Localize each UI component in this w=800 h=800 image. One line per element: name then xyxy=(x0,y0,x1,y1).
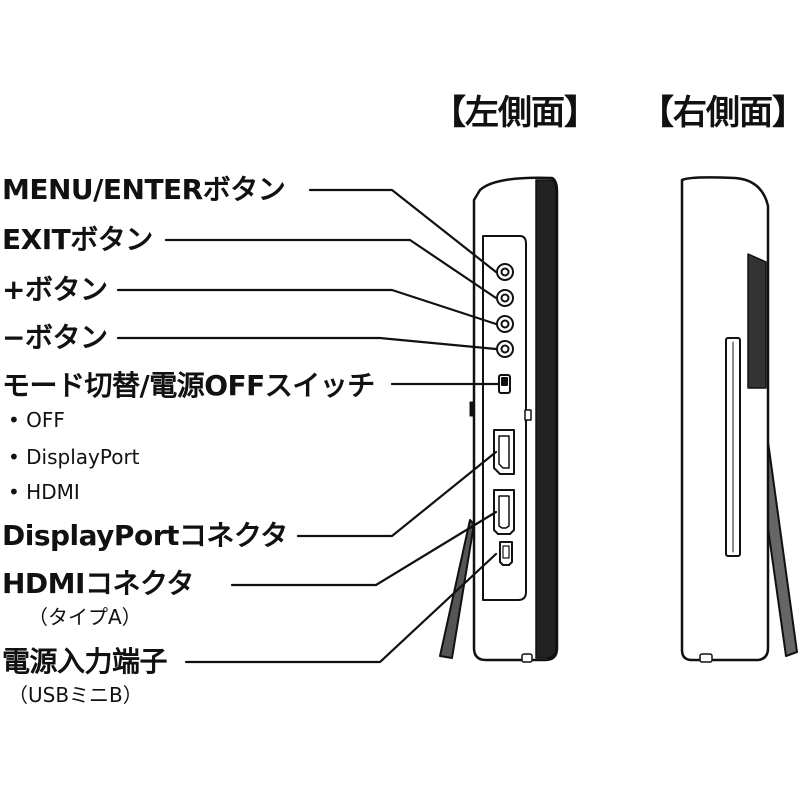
right-back-vents xyxy=(747,253,767,389)
displayport-connector xyxy=(493,429,515,475)
left-device-edge xyxy=(535,179,557,659)
leader-plus xyxy=(116,288,498,326)
exit-button-label: EXITボタン xyxy=(2,223,153,256)
mode-option-hdmi: • HDMI xyxy=(8,480,80,504)
left-side-clip xyxy=(524,409,532,421)
displayport-connector-label: DisplayPortコネクタ xyxy=(2,519,288,552)
power-input-label: 電源入力端子 xyxy=(2,645,168,678)
plus-button-label: +ボタン xyxy=(2,273,108,306)
leader-menu-enter xyxy=(308,188,498,274)
power-input-note: （USBミニB） xyxy=(8,683,143,707)
left-device-foot xyxy=(521,653,533,663)
exit-button xyxy=(496,289,514,307)
hdmi-connector xyxy=(493,489,515,535)
leader-hdmi xyxy=(230,510,498,587)
right-side-view-heading: 【右側面】 xyxy=(640,93,800,133)
plus-button xyxy=(496,315,514,333)
right-device-foot xyxy=(699,653,713,663)
leader-displayport xyxy=(296,450,498,538)
left-side-notch xyxy=(469,401,475,417)
leader-lines xyxy=(116,188,500,664)
mode-option-displayport: • DisplayPort xyxy=(8,445,140,469)
menu-enter-button xyxy=(496,263,514,281)
minus-button xyxy=(496,340,514,358)
leader-exit xyxy=(164,238,498,300)
menu-enter-button-label: MENU/ENTERボタン xyxy=(2,173,286,206)
hdmi-connector-label: HDMIコネクタ xyxy=(2,567,194,600)
minus-button-label: −ボタン xyxy=(2,321,108,354)
usb-mini-b-port xyxy=(499,541,513,566)
leader-power-input xyxy=(184,552,498,664)
mode-switch xyxy=(498,374,511,394)
leader-minus xyxy=(116,336,498,351)
mode-switch-label: モード切替/電源OFFスイッチ xyxy=(2,369,375,402)
left-side-view-heading: 【左側面】 xyxy=(432,93,598,133)
mode-option-off: • OFF xyxy=(8,408,65,432)
hdmi-type-note: （タイプA） xyxy=(28,605,142,629)
